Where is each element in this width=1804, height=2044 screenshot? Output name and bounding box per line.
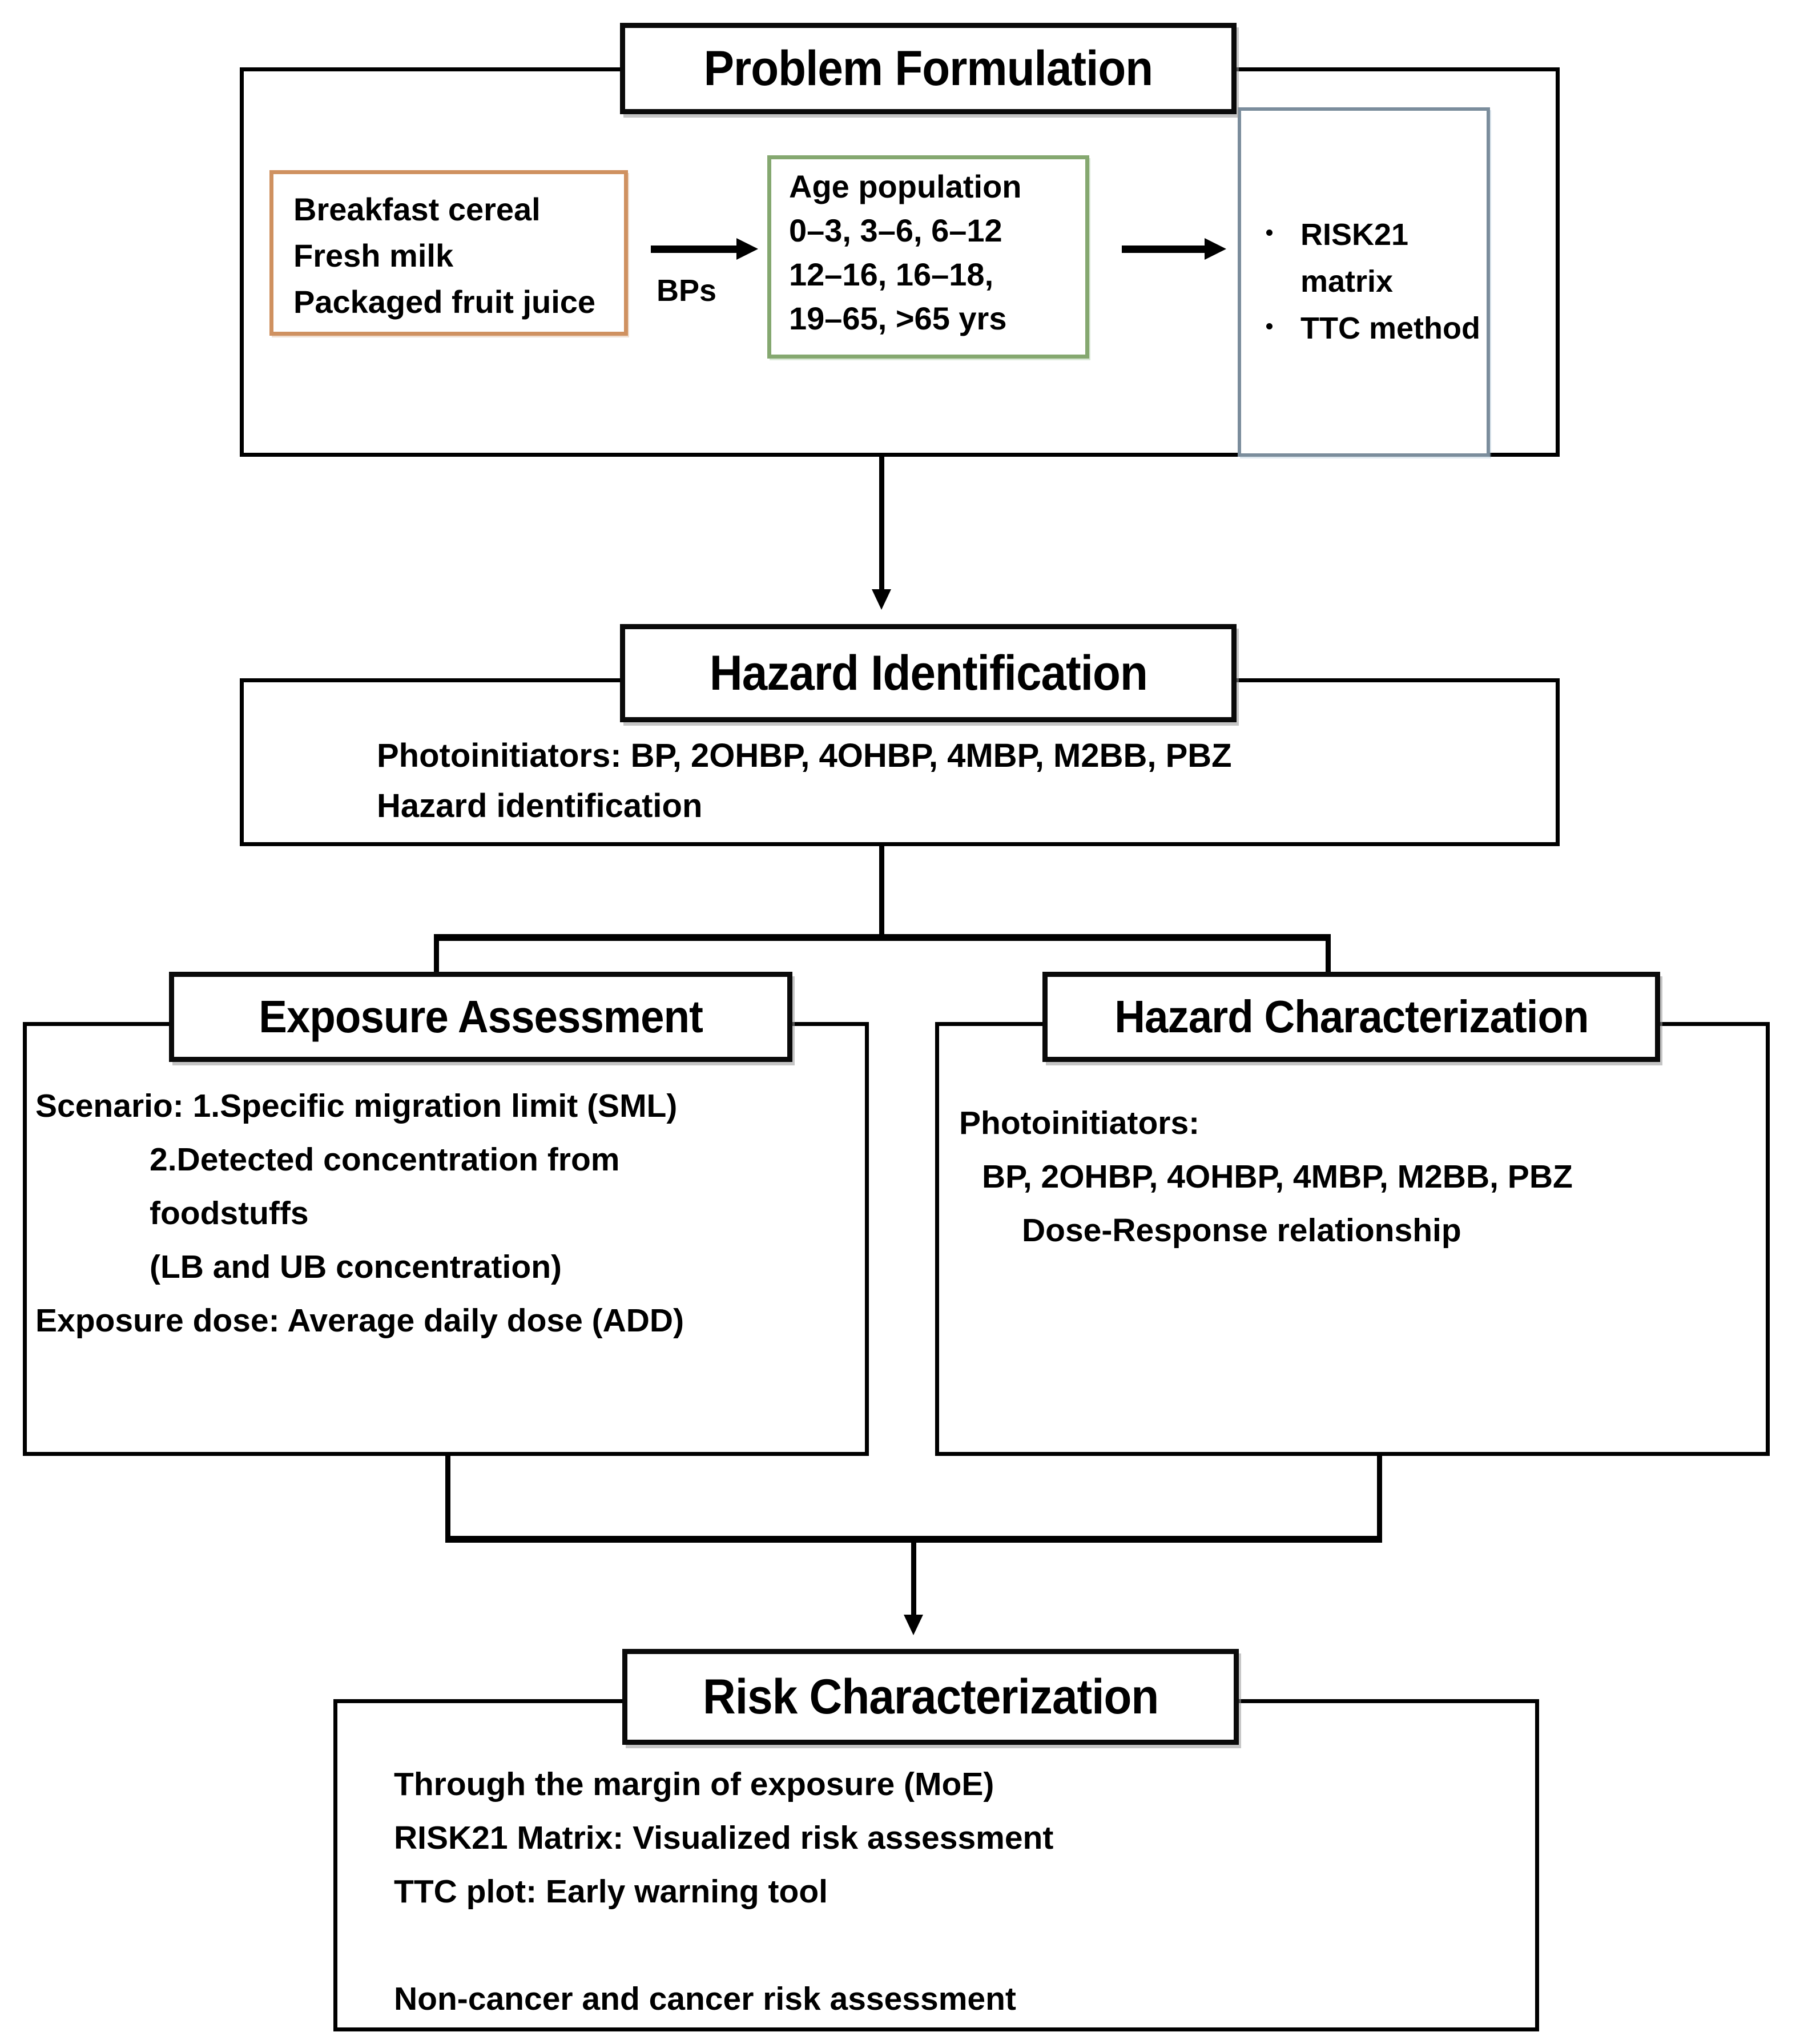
methods-item-2-line-1: TTC method <box>1300 311 1480 345</box>
ea-line-5: Exposure dose: Average daily dose (ADD) <box>35 1302 684 1339</box>
food-matrix-lines: Breakfast cereal Fresh milk Packaged fru… <box>293 186 595 325</box>
age-line-3: 12–16, 16–18, <box>789 256 994 292</box>
connector-pf-to-hi-arrow <box>872 589 891 610</box>
ea-line-4: (LB and UB concentration) <box>150 1249 562 1285</box>
hazard-identification-title-box: Hazard Identification <box>620 624 1237 722</box>
hc-line-3: Dose-Response relationship <box>1022 1212 1461 1249</box>
food-matrix-box <box>269 170 628 336</box>
food-line-2: Fresh milk <box>293 238 454 273</box>
age-population-lines: Age population 0–3, 3–6, 6–12 12–16, 16–… <box>789 164 1022 340</box>
connector-ea-down <box>445 1456 450 1540</box>
connector-pf-to-hi-line <box>879 457 884 593</box>
hazard-identification-title: Hazard Identification <box>709 646 1147 701</box>
problem-formulation-title: Problem Formulation <box>703 41 1154 96</box>
arrow-age-to-methods-line <box>1122 246 1205 253</box>
ea-line-1: Scenario: 1.Specific migration limit (SM… <box>35 1088 678 1124</box>
ea-line-3: foodstuffs <box>150 1195 309 1232</box>
risk-characterization-title-box: Risk Characterization <box>622 1649 1239 1745</box>
connector-merge-stem <box>911 1536 916 1619</box>
arrow-food-to-age-line <box>651 246 736 253</box>
hazard-identification-lines: Photoinitiators: BP, 2OHBP, 4OHBP, 4MBP,… <box>377 731 1232 831</box>
rc-line-4: Non-cancer and cancer risk assessment <box>394 1981 1016 2017</box>
rc-line-1: Through the margin of exposure (MoE) <box>394 1766 994 1802</box>
food-line-1: Breakfast cereal <box>293 191 541 227</box>
hazard-characterization-lines: Photoinitiators: BP, 2OHBP, 4OHBP, 4MBP,… <box>959 1096 1573 1257</box>
hc-line-2: BP, 2OHBP, 4OHBP, 4MBP, M2BB, PBZ <box>982 1158 1573 1195</box>
rc-line-3: TTC plot: Early warning tool <box>394 1873 828 1910</box>
ea-line-2: 2.Detected concentration from <box>150 1141 620 1178</box>
hazard-characterization-title-box: Hazard Characterization <box>1042 972 1660 1062</box>
food-line-3: Packaged fruit juice <box>293 284 596 320</box>
connector-branch-left-drop <box>434 934 439 1003</box>
age-line-2: 0–3, 3–6, 6–12 <box>789 212 1002 248</box>
age-population-box <box>767 155 1089 359</box>
hazard-characterization-title: Hazard Characterization <box>1114 991 1589 1042</box>
hc-line-1: Photoinitiators: <box>959 1105 1200 1141</box>
exposure-assessment-frame <box>23 1022 869 1456</box>
connector-merge-arrow <box>904 1615 923 1635</box>
rc-line-2: RISK21 Matrix: Visualized risk assessmen… <box>394 1820 1054 1856</box>
rc-spacer <box>394 1918 1053 1972</box>
exposure-assessment-lines: Scenario: 1.Specific migration limit (SM… <box>35 1079 684 1347</box>
age-line-1: Age population <box>789 168 1022 204</box>
methods-item-2: TTC method <box>1300 305 1480 352</box>
connector-branch-right-drop <box>1326 934 1331 1003</box>
methods-bullet-1-icon <box>1266 230 1273 236</box>
hazard-characterization-frame <box>935 1022 1770 1456</box>
methods-item-1-line-2: matrix <box>1300 264 1394 299</box>
connector-hi-stem <box>879 846 884 936</box>
problem-formulation-title-box: Problem Formulation <box>620 23 1237 114</box>
risk-characterization-lines: Through the margin of exposure (MoE) RIS… <box>394 1757 1053 2026</box>
risk-characterization-frame <box>333 1699 1539 2031</box>
methods-item-1-line-1: RISK21 <box>1300 218 1409 252</box>
exposure-assessment-title-box: Exposure Assessment <box>169 972 792 1062</box>
risk-characterization-title: Risk Characterization <box>702 1669 1159 1724</box>
hi-line-1: Photoinitiators: BP, 2OHBP, 4OHBP, 4MBP,… <box>377 737 1232 774</box>
exposure-assessment-title: Exposure Assessment <box>259 991 703 1042</box>
hazard-identification-frame <box>240 678 1560 846</box>
age-line-4: 19–65, >65 yrs <box>789 300 1007 336</box>
arrow-age-to-methods-head <box>1205 238 1226 260</box>
methods-item-1: RISK21 matrix <box>1300 211 1408 305</box>
bps-label: BPs <box>657 273 717 308</box>
methods-bullet-2-icon <box>1266 323 1273 329</box>
hi-line-2: Hazard identification <box>377 787 703 824</box>
arrow-food-to-age-head <box>736 238 758 260</box>
connector-hc-down <box>1377 1456 1382 1540</box>
methods-box <box>1238 107 1490 457</box>
connector-branch-bus <box>434 934 1330 941</box>
